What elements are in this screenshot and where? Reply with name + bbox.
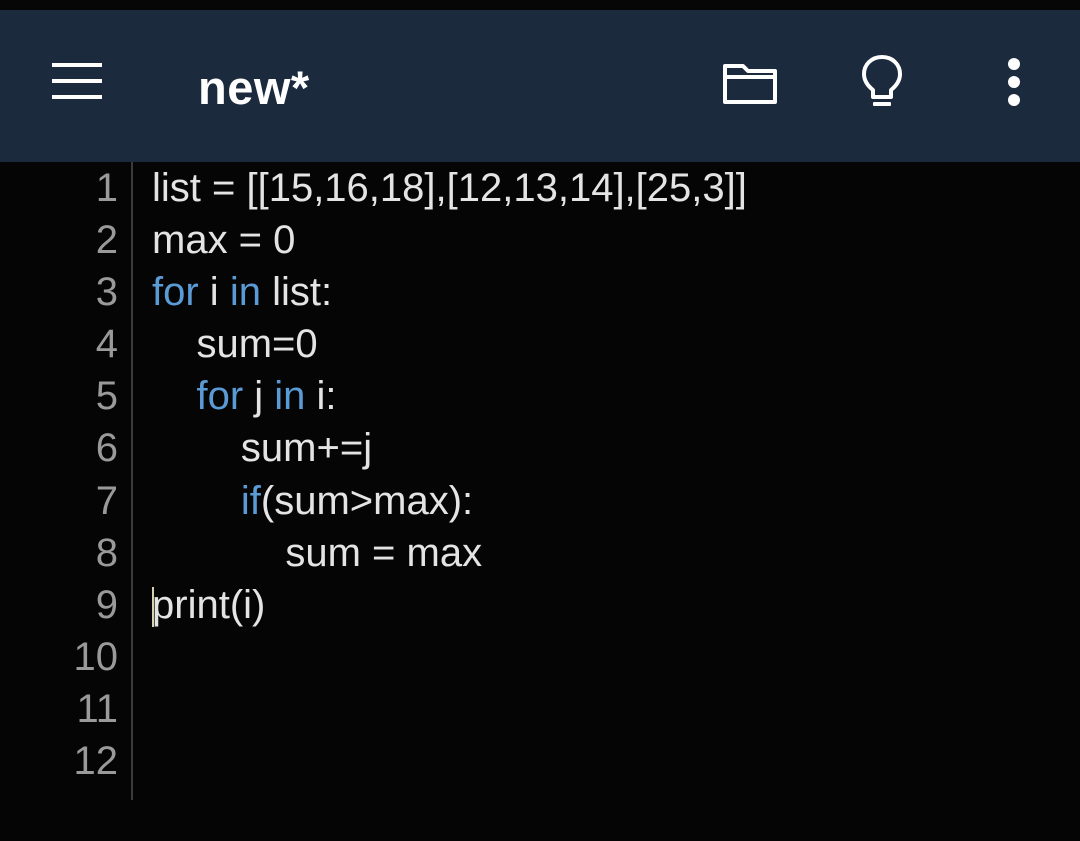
code-token: print(i)	[152, 582, 266, 627]
more-options-button[interactable]	[976, 46, 1052, 122]
lightbulb-icon	[860, 53, 904, 116]
code-line[interactable]: max = 0	[152, 214, 1072, 266]
line-number: 4	[95, 322, 118, 367]
line-number: 11	[76, 686, 118, 731]
code-token: max = 0	[152, 218, 296, 263]
code-line[interactable]	[152, 631, 1072, 683]
status-bar-strip	[0, 0, 1080, 10]
line-number: 1	[95, 166, 118, 210]
code-token: i	[198, 270, 230, 315]
indent	[152, 531, 285, 575]
indent	[152, 322, 196, 366]
open-file-button[interactable]	[712, 46, 788, 122]
keyword-token: for	[152, 270, 199, 315]
code-token: sum+=j	[240, 426, 373, 471]
keyword-token: in	[229, 270, 261, 315]
indent	[152, 374, 196, 418]
keyword-token: for	[196, 374, 244, 419]
code-line[interactable]	[152, 735, 1072, 787]
keyword-token: in	[274, 374, 306, 419]
code-line[interactable]: if(sum>max):	[152, 475, 1072, 527]
hamburger-menu-icon	[50, 61, 104, 106]
code-token: list:	[260, 270, 333, 315]
code-token: list = [[15,16,18],[12,13,14],[25,3]]	[152, 166, 747, 210]
code-line[interactable]: sum+=j	[152, 422, 1072, 474]
code-area[interactable]: list = [[15,16,18],[12,13,14],[25,3]] max…	[152, 162, 1072, 787]
line-number: 9	[95, 582, 118, 627]
code-line[interactable]: for j in i:	[152, 370, 1072, 422]
code-line[interactable]: sum=0	[152, 318, 1072, 370]
indent	[152, 479, 241, 523]
more-vertical-icon	[1006, 57, 1022, 112]
line-number: 12	[73, 739, 119, 784]
code-token: (sum>max):	[260, 478, 474, 523]
line-number: 10	[73, 634, 119, 679]
app-toolbar: new*	[0, 10, 1080, 162]
hint-button[interactable]	[844, 46, 920, 122]
line-number: 2	[95, 218, 118, 263]
code-line[interactable]: print(i)	[152, 579, 1072, 631]
code-line[interactable]	[152, 683, 1072, 735]
document-title: new*	[198, 61, 310, 114]
code-token: i:	[305, 374, 337, 419]
line-number: 3	[95, 270, 118, 315]
code-line[interactable]: sum = max	[152, 527, 1072, 579]
line-number: 5	[95, 374, 118, 419]
line-number: 6	[95, 426, 118, 471]
line-number: 8	[95, 530, 118, 575]
text-cursor	[152, 586, 154, 627]
code-line[interactable]: for i in list:	[152, 266, 1072, 318]
keyword-token: if	[240, 478, 261, 523]
folder-icon	[721, 58, 779, 111]
line-number: 7	[95, 478, 118, 523]
code-line[interactable]: list = [[15,16,18],[12,13,14],[25,3]]	[152, 162, 1072, 214]
code-token: sum=0	[196, 322, 318, 367]
code-token: sum = max	[285, 530, 483, 575]
menu-button[interactable]	[40, 46, 114, 120]
indent	[152, 426, 241, 470]
code-token: j	[243, 374, 275, 419]
gutter-divider	[131, 162, 133, 800]
